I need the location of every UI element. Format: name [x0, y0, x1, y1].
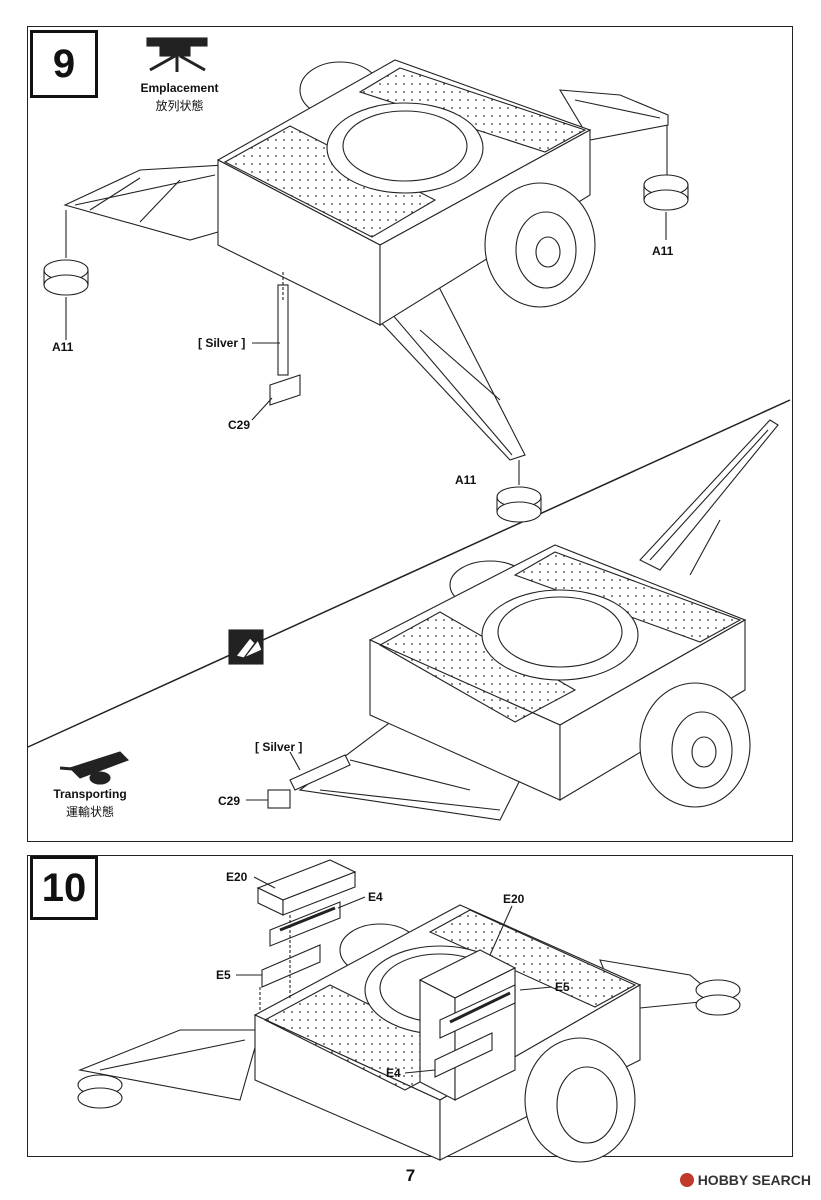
label-e20-left: E20: [226, 870, 248, 884]
label-a11-right: A11: [652, 244, 674, 258]
rotate-arrow-icon: [228, 629, 264, 665]
mode-divider: [27, 399, 791, 748]
label-c29-bottom: C29: [218, 794, 241, 808]
transporting-title: Transporting: [53, 787, 127, 801]
label-e20-right: E20: [503, 892, 525, 906]
emplacement-subtitle: 放列状態: [155, 99, 204, 113]
watermark-text: HOBBY SEARCH: [697, 1172, 811, 1188]
step9-number: 9: [30, 30, 98, 98]
transporting-subtitle: 運輸状態: [65, 805, 114, 819]
step10-number: 10: [30, 856, 98, 920]
label-e5-right: E5: [555, 980, 570, 994]
label-e5-left: E5: [216, 968, 231, 982]
transporting-trailer-drawing: [59, 419, 779, 821]
float-a11-bottom: [496, 486, 542, 523]
float-a11-left: [43, 259, 89, 340]
label-e4-right: E4: [386, 1066, 401, 1080]
emplacement-title: Emplacement: [140, 81, 219, 95]
label-a11-bottom: A11: [455, 473, 477, 487]
float-a11-right: [643, 174, 689, 240]
label-silver-top: [ Silver ]: [198, 336, 246, 350]
transporting-icon: [59, 751, 129, 785]
label-a11-left: A11: [52, 340, 74, 354]
hobby-search-logo-icon: [679, 1173, 694, 1187]
step10-trailer-drawing: [77, 859, 741, 1163]
label-e4-left: E4: [368, 890, 383, 904]
emplacement-icon: [146, 37, 208, 72]
emplacement-trailer-drawing: [43, 37, 689, 523]
hobby-search-watermark: HOBBY SEARCH: [679, 1172, 811, 1188]
page-number: 7: [405, 1166, 416, 1185]
label-c29-top: C29: [228, 418, 251, 432]
label-silver-bottom: [ Silver ]: [255, 740, 303, 754]
